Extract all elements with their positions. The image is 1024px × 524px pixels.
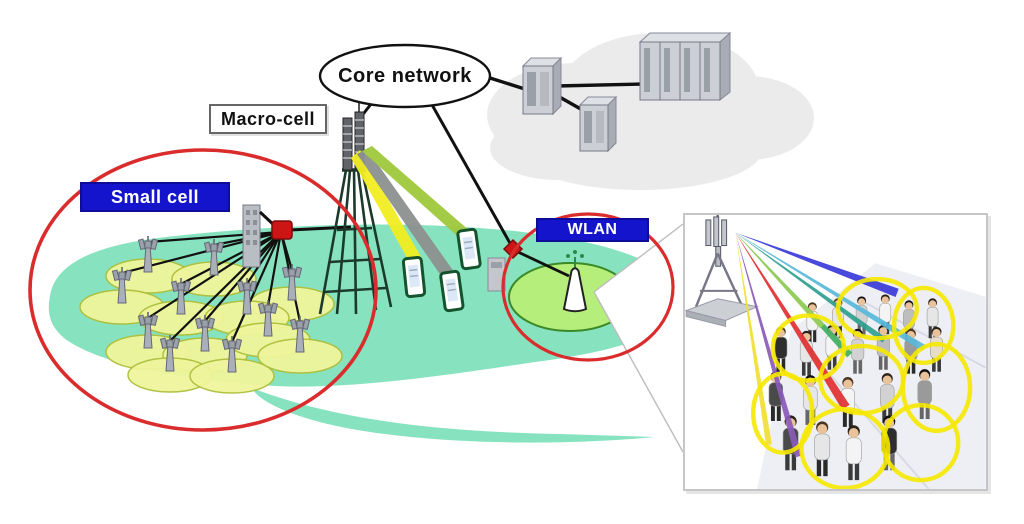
magnify-callout-wedge [593, 223, 684, 453]
core-network-label: Core network [338, 64, 472, 87]
hub-macro-link [289, 225, 352, 232]
server-rack-icon [638, 31, 732, 102]
beamforming-tower-icon [685, 215, 759, 328]
beamforming-inset-panel [683, 213, 988, 491]
user-group-circles [750, 276, 973, 489]
person-figure [845, 425, 862, 481]
person-figure [814, 421, 831, 477]
wlan-group [487, 238, 588, 313]
smartphone-icon [456, 227, 482, 271]
wlan-access-point-icon [562, 250, 588, 313]
macro-cell-label: Macro-cell [209, 104, 327, 134]
building-icon [242, 204, 261, 268]
smartphone-icon [401, 256, 427, 298]
small-cell-hub-node [271, 220, 293, 240]
hub-ap-link [517, 250, 570, 278]
small-cell-coverage-cells [79, 258, 343, 394]
beamforming-inset-canvas [685, 215, 986, 489]
small-cell-highlight-ellipse [28, 148, 378, 432]
person-figure [917, 369, 932, 420]
wlan-highlight-ellipse [501, 212, 675, 362]
smartphone-icons [401, 227, 482, 313]
smartphone-icon [439, 269, 465, 313]
server-icon [521, 56, 618, 153]
core-network-bubble [318, 43, 492, 109]
macro-beams [351, 146, 471, 283]
wlan-label: WLAN [536, 218, 649, 242]
small-cell-label: Small cell [80, 182, 230, 212]
